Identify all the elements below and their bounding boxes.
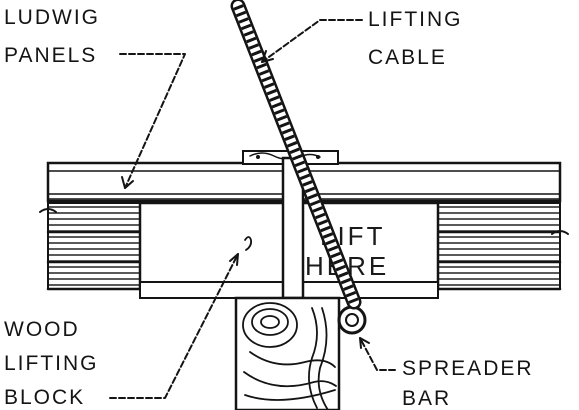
label-bar: BAR xyxy=(402,387,451,410)
label-cable: CABLE xyxy=(368,46,447,69)
wood-lifting-block xyxy=(234,296,341,410)
label-wood: WOOD xyxy=(4,318,80,341)
label-ludwig: LUDWIG xyxy=(4,6,100,29)
label-panels: PANELS xyxy=(4,44,97,67)
right-panel-lines xyxy=(436,202,562,290)
lifting-cable xyxy=(230,0,362,310)
leader-spreader-bar xyxy=(359,337,396,371)
leader-lifting-cable xyxy=(261,19,363,63)
leader-lines xyxy=(109,19,396,399)
spreader-bar xyxy=(337,305,367,335)
leader-wood-block xyxy=(109,253,239,399)
leader-ludwig-panels xyxy=(119,53,186,189)
label-lifting: LIFTING xyxy=(368,8,463,31)
left-panel-lines xyxy=(46,202,142,290)
label-block: BLOCK xyxy=(4,386,85,409)
labels: LUDWIG PANELS LIFTING CABLE WOOD LIFTING… xyxy=(4,6,534,410)
label-lifting-2: LIFTING xyxy=(4,352,99,375)
label-spreader: SPREADER xyxy=(402,357,534,380)
